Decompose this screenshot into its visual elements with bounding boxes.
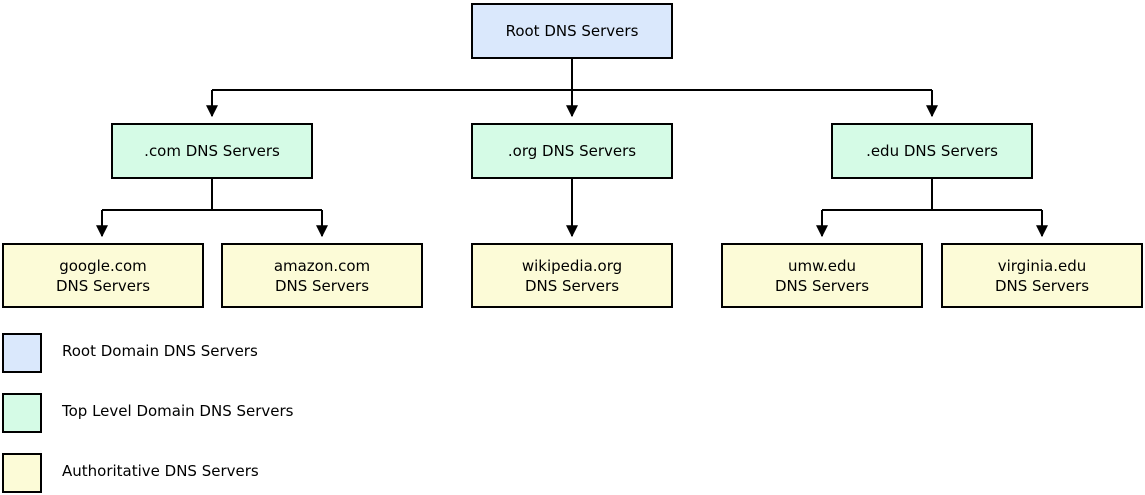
node-umw-edu-dns-servers[interactable]: umw.edu DNS Servers [721, 243, 923, 308]
node-com-dns-servers[interactable]: .com DNS Servers [111, 123, 313, 179]
node-google-com-dns-servers[interactable]: google.com DNS Servers [2, 243, 204, 308]
legend-label-top-level-domain: Top Level Domain DNS Servers [62, 402, 294, 420]
node-amazon-com-dns-servers[interactable]: amazon.com DNS Servers [221, 243, 423, 308]
legend-swatch-top-level-domain [2, 393, 42, 433]
legend-swatch-authoritative [2, 453, 42, 493]
node-org-dns-servers[interactable]: .org DNS Servers [471, 123, 673, 179]
legend-swatch-root-domain [2, 333, 42, 373]
node-wikipedia-org-dns-servers[interactable]: wikipedia.org DNS Servers [471, 243, 673, 308]
node-edu-dns-servers[interactable]: .edu DNS Servers [831, 123, 1033, 179]
node-virginia-edu-dns-servers[interactable]: virginia.edu DNS Servers [941, 243, 1143, 308]
node-root-dns-servers[interactable]: Root DNS Servers [471, 3, 673, 59]
legend-label-root-domain: Root Domain DNS Servers [62, 342, 258, 360]
legend-label-authoritative: Authoritative DNS Servers [62, 462, 259, 480]
